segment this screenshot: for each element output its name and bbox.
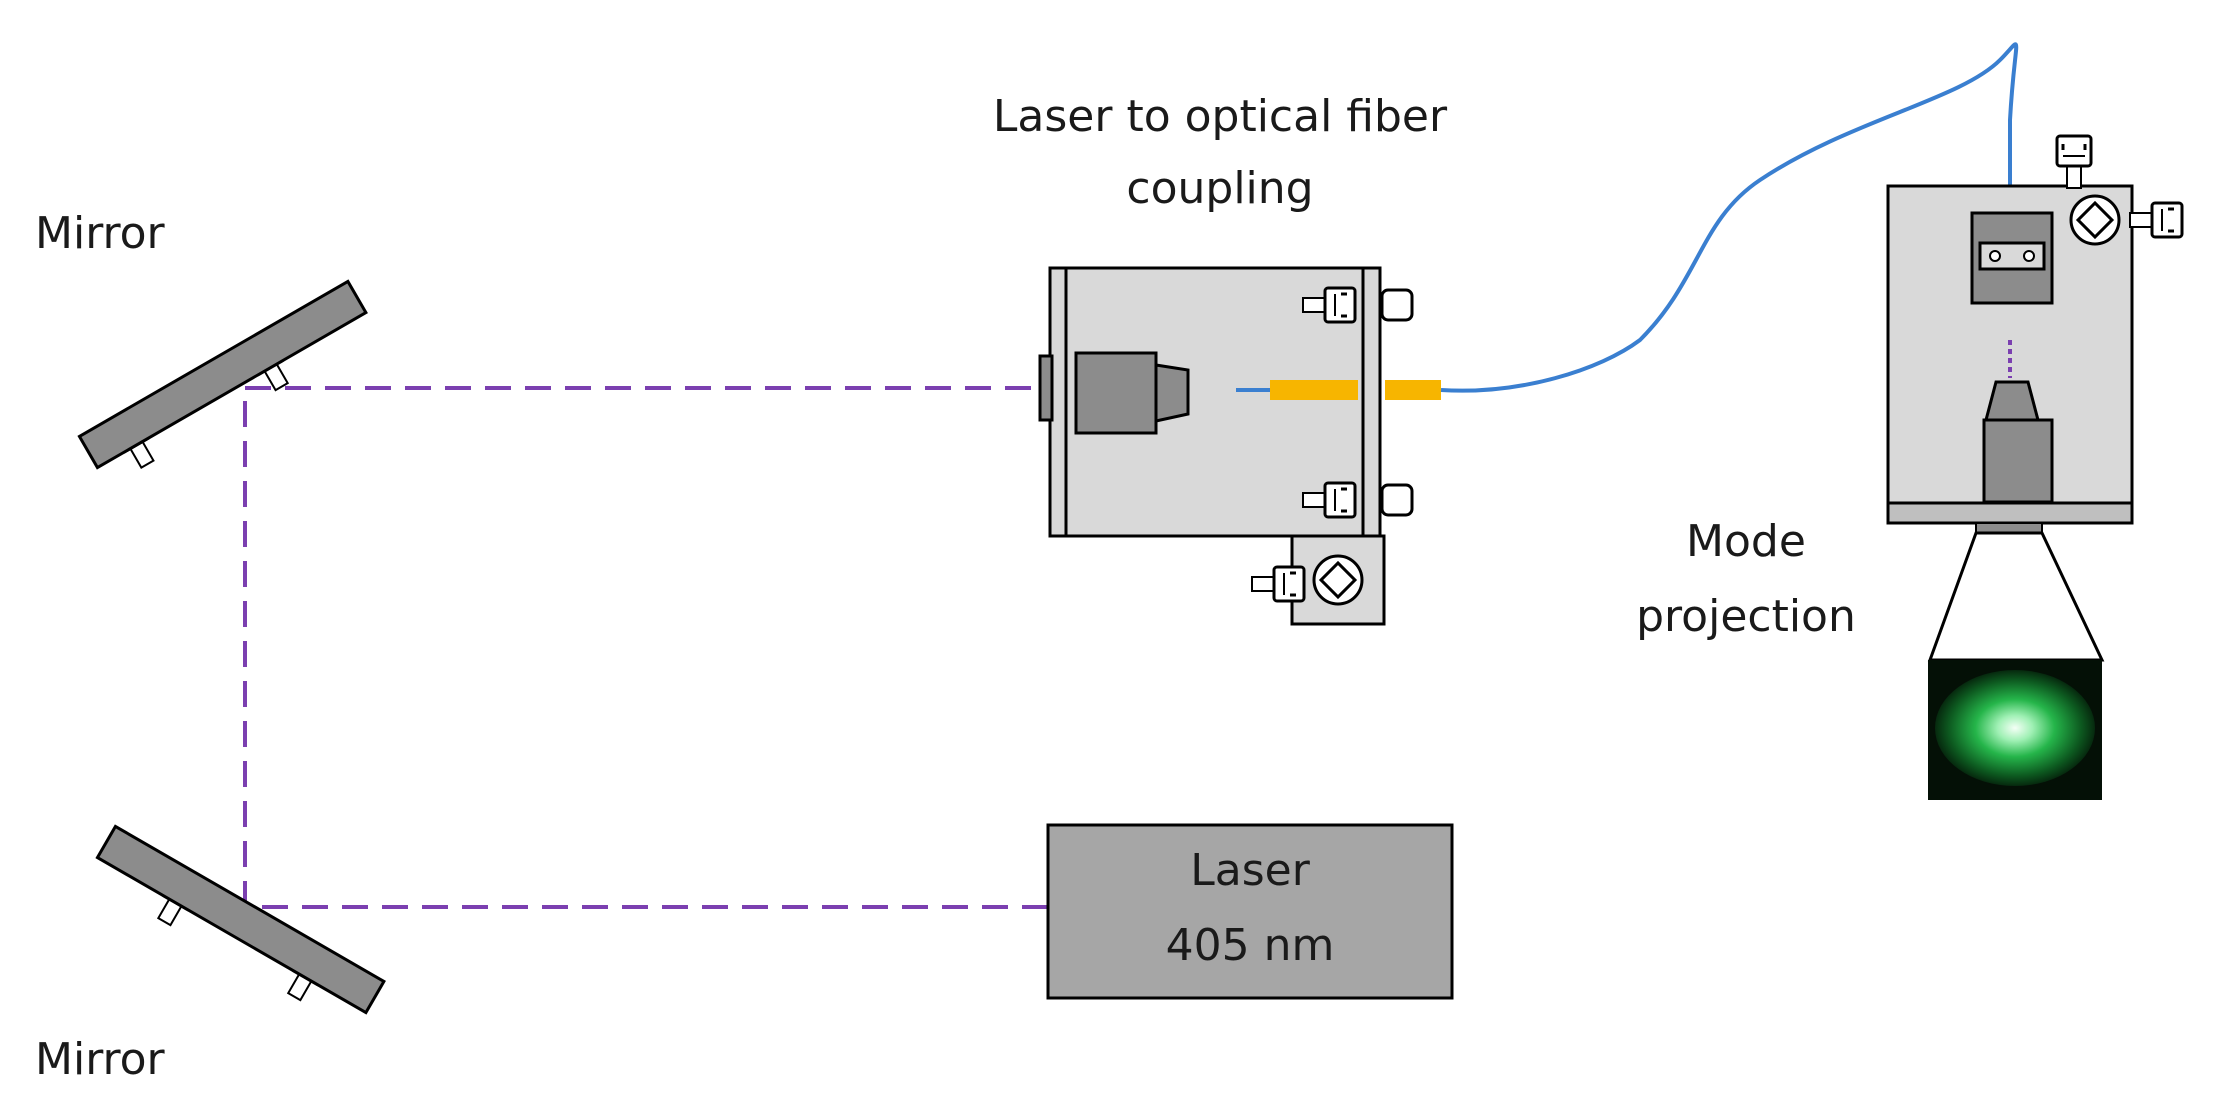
coupling-label-line2: coupling: [1126, 163, 1313, 214]
fiber-sleeve-inner: [1270, 380, 1358, 400]
coupling-label-line1: Laser to optical fiber: [993, 91, 1448, 142]
mode-label-line1: Mode: [1686, 516, 1806, 567]
coupler-lens-body: [1074, 351, 1158, 435]
projection-knob-top[interactable]: [2055, 134, 2093, 190]
mode-label-line2: projection: [1636, 591, 1856, 642]
laser-label-name: Laser: [1190, 845, 1310, 896]
projection-lens: [1982, 418, 2054, 504]
laser-source: Laser 405 nm: [1046, 823, 1454, 1000]
coupler-knob-side[interactable]: [1250, 565, 1306, 603]
fiber-cable-icon[interactable]: [1440, 42, 2019, 393]
fiber-sleeve-outer: [1385, 380, 1441, 400]
laser-label-wavelength: 405 nm: [1166, 920, 1335, 971]
laser-source-icon[interactable]: [1046, 823, 1454, 1000]
projection-mount: Mode projection: [1636, 134, 2184, 800]
projection-knob-side[interactable]: [2128, 201, 2184, 239]
mirror-bottom-label: Mirror: [35, 1034, 166, 1085]
projection-beam-cone: [1927, 531, 2105, 662]
coupler-rotation-mount[interactable]: [1290, 534, 1386, 626]
mirror-bottom: [95, 824, 386, 1015]
mirror-top-label: Mirror: [35, 208, 166, 259]
mirror-top: [77, 279, 368, 475]
mirror-icon[interactable]: [95, 824, 386, 1015]
mirror-icon[interactable]: [77, 279, 368, 470]
fiber-coupler: Laser to optical fiber coupling: [993, 91, 1448, 626]
coupler-lens-tip: [1154, 363, 1190, 423]
laser-beam-path: [243, 386, 1048, 909]
